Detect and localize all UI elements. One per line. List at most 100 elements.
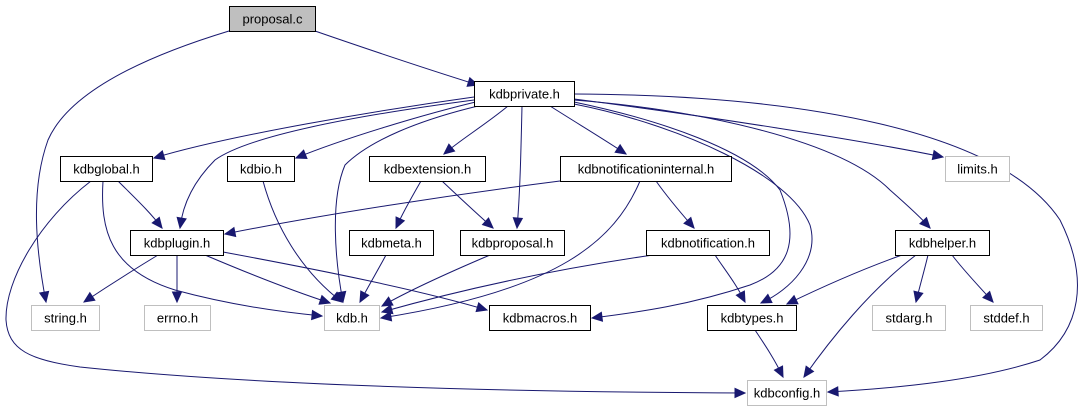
edge-kdbprivate-h-to-kdbio-h	[294, 99, 485, 160]
arrowhead-icon	[512, 217, 524, 230]
edge-line	[573, 103, 813, 304]
arrowhead-icon	[919, 216, 931, 229]
edge-kdbhelper-h-to-kdbtypes-h	[785, 254, 903, 305]
node-box	[646, 230, 770, 256]
node-label: kdbnotification.h	[661, 236, 755, 251]
edge-kdbnotificationinternal-h-to-kdb-h	[379, 180, 641, 322]
arrowhead-icon	[171, 291, 183, 304]
edge-line	[573, 98, 944, 158]
node-kdbtypes-h[interactable]: kdbtypes.h	[707, 305, 797, 331]
node-kdbnotification-h[interactable]: kdbnotification.h	[646, 230, 770, 256]
node-box	[227, 156, 295, 182]
edge-line	[803, 254, 917, 378]
node-stddef-h: stddef.h	[970, 305, 1043, 331]
node-proposal-c[interactable]: proposal.c	[229, 6, 316, 32]
node-label: stdarg.h	[886, 311, 933, 326]
node-kdbnotificationinternal-h[interactable]: kdbnotificationinternal.h	[560, 156, 732, 182]
edge-kdbplugin-h-to-kdbmacros-h	[222, 251, 489, 313]
node-kdbmeta-h[interactable]: kdbmeta.h	[349, 230, 434, 256]
edge-kdbglobal-h-to-kdbplugin-h	[117, 180, 163, 229]
edge-line	[5, 180, 746, 394]
node-label: kdbmeta.h	[361, 236, 422, 251]
node-box	[144, 305, 211, 331]
arrowhead-icon	[223, 226, 237, 238]
arrowhead-icon	[773, 365, 784, 379]
edge-line	[262, 180, 343, 303]
edge-kdbhelper-h-to-kdbconfig-h	[803, 254, 917, 378]
node-kdbhelper-h[interactable]: kdbhelper.h	[895, 230, 990, 256]
edge-kdbprivate-h-to-kdb-h	[334, 105, 479, 304]
edge-kdbplugin-h-to-errno-h	[171, 254, 183, 304]
node-box	[130, 230, 224, 256]
node-kdbmacros-h[interactable]: kdbmacros.h	[489, 305, 591, 331]
node-box	[60, 156, 153, 182]
node-kdbprivate-h[interactable]: kdbprivate.h	[474, 81, 575, 107]
node-label: kdbhelper.h	[909, 236, 976, 251]
arrowhead-icon	[380, 304, 394, 315]
edge-line	[381, 254, 491, 307]
edge-kdbproposal-h-to-kdb-h	[380, 254, 491, 307]
node-kdbplugin-h[interactable]: kdbplugin.h	[130, 230, 224, 256]
edge-line	[224, 180, 561, 235]
edge-kdbio-h-to-kdb-h	[262, 180, 343, 303]
node-box	[872, 305, 946, 331]
arrowhead-icon	[443, 143, 456, 155]
arrowhead-icon	[481, 217, 494, 229]
edge-kdbplugin-h-to-kdb-h	[204, 254, 332, 305]
edge-kdbprivate-h-to-kdbconfig-h	[573, 93, 1078, 397]
arrowhead-icon	[38, 290, 50, 304]
edge-kdbnotificationinternal-h-to-kdbnotification-h	[655, 180, 695, 229]
node-kdbconfig-h: kdbconfig.h	[747, 380, 827, 406]
edge-kdbnotification-h-to-kdbtypes-h	[714, 254, 746, 304]
edge-kdbglobal-h-to-kdb-h	[102, 180, 324, 321]
node-box	[707, 305, 797, 331]
arrowhead-icon	[735, 290, 746, 304]
node-label: kdbglobal.h	[73, 162, 140, 177]
edge-kdbmeta-h-to-kdb-h	[359, 254, 387, 304]
arrowhead-icon	[475, 301, 489, 313]
node-box	[489, 305, 591, 331]
node-box	[324, 305, 380, 331]
node-kdbglobal-h[interactable]: kdbglobal.h	[60, 156, 153, 182]
edge-kdbprivate-h-to-kdbnotificationinternal-h	[549, 105, 628, 155]
node-kdb-h: kdb.h	[324, 305, 380, 331]
node-box	[560, 156, 732, 182]
node-label: errno.h	[157, 311, 198, 326]
node-label: string.h	[44, 311, 87, 326]
node-kdbio-h[interactable]: kdbio.h	[227, 156, 295, 182]
arrowhead-icon	[803, 365, 815, 378]
arrowhead-icon	[330, 291, 343, 303]
arrowhead-icon	[151, 216, 163, 229]
arrowhead-icon	[359, 290, 370, 304]
arrowhead-icon	[826, 386, 839, 397]
edge-line	[381, 254, 654, 313]
edge-line	[153, 96, 475, 159]
node-box	[945, 156, 1010, 182]
edge-line	[314, 30, 479, 86]
node-label: kdb.h	[336, 311, 368, 326]
node-kdbproposal-h[interactable]: kdbproposal.h	[460, 230, 565, 256]
arrowhead-icon	[734, 387, 747, 399]
node-label: kdbnotificationinternal.h	[578, 162, 715, 177]
arrowhead-icon	[318, 294, 332, 305]
node-label: kdbextension.h	[384, 162, 471, 177]
edge-line	[380, 180, 641, 319]
edge-kdbprivate-h-to-kdbmacros-h	[573, 101, 791, 322]
edge-line	[334, 105, 479, 303]
node-box	[895, 230, 990, 256]
arrowhead-icon	[380, 296, 394, 307]
node-box	[229, 6, 316, 32]
arrowhead-icon	[311, 309, 324, 321]
node-label: kdbio.h	[240, 162, 282, 177]
edge-kdbplugin-h-to-string-h	[82, 254, 159, 303]
node-label: stddef.h	[983, 311, 1029, 326]
node-label: kdbtypes.h	[721, 311, 784, 326]
edge-line	[573, 101, 791, 319]
node-box	[31, 305, 100, 331]
arrowhead-icon	[294, 149, 308, 160]
edge-line	[573, 93, 1078, 393]
node-limits-h: limits.h	[945, 156, 1010, 182]
node-kdbextension-h[interactable]: kdbextension.h	[369, 156, 486, 182]
edge-kdbprivate-h-to-limits-h	[573, 98, 945, 161]
arrowhead-icon	[759, 293, 773, 304]
